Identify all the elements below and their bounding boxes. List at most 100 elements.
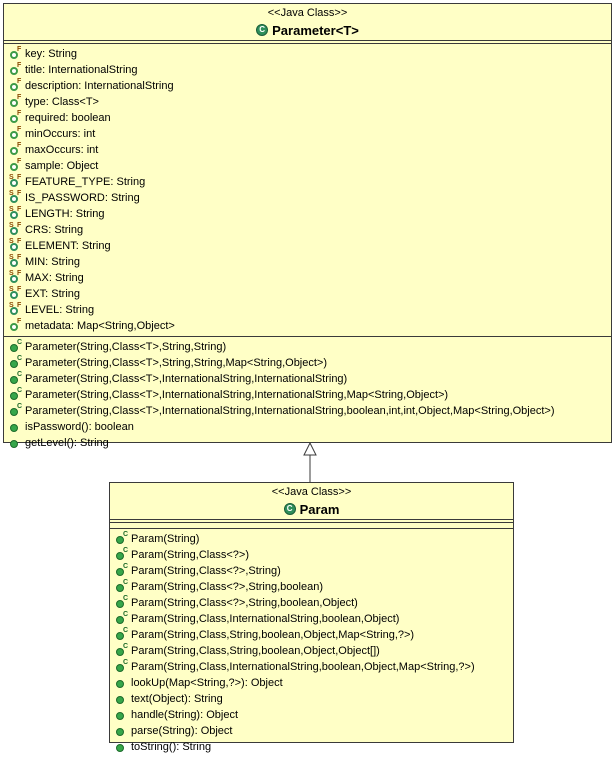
- method-row-label: text(Object): String: [131, 692, 223, 705]
- constructor-icon: C: [9, 387, 23, 403]
- constructor-icon: C: [9, 339, 23, 355]
- class-icon: C: [256, 24, 269, 36]
- constructor-icon: C: [9, 355, 23, 371]
- field-row-label: type: Class<T>: [25, 95, 99, 108]
- inheritance-arrowhead: [303, 441, 317, 456]
- method-row-label: Param(String,Class<?>,String,boolean): [131, 580, 323, 593]
- method-row-label: Param(String,Class,String,boolean,Object…: [131, 644, 380, 657]
- final-field-icon: F: [9, 318, 23, 334]
- method-row-label: Param(String,Class<?>): [131, 548, 249, 561]
- param-fields-divider: [110, 527, 513, 529]
- method-row-label: lookUp(Map<String,?>): Object: [131, 676, 283, 689]
- method-row-label: Parameter(String,Class<T>,String,String,…: [25, 356, 328, 369]
- constructor-icon: C: [115, 627, 129, 643]
- field-row-label: title: InternationalString: [25, 63, 138, 76]
- field-row-label: key: String: [25, 47, 77, 60]
- method-row[interactable]: parse(String): Object: [115, 723, 513, 739]
- final-field-icon: F: [9, 62, 23, 78]
- field-row-label: IS_PASSWORD: String: [25, 191, 140, 204]
- constructor-icon: C: [115, 531, 129, 547]
- public-method-icon: [115, 691, 129, 707]
- class-param-header: <<Java Class>> C Param: [110, 483, 513, 517]
- constructor-icon: C: [9, 371, 23, 387]
- constructor-icon: C: [115, 611, 129, 627]
- field-row-label: minOccurs: int: [25, 127, 96, 140]
- method-row[interactable]: handle(String): Object: [115, 707, 513, 723]
- final-field-icon: F: [9, 158, 23, 174]
- class-parameter-title[interactable]: C Parameter<T>: [256, 23, 359, 38]
- constructor-icon: C: [115, 579, 129, 595]
- field-row-label: metadata: Map<String,Object>: [25, 319, 175, 332]
- method-row-label: Param(String,Class,InternationalString,b…: [131, 660, 475, 673]
- field-row-label: sample: Object: [25, 159, 99, 172]
- method-row[interactable]: text(Object): String: [115, 691, 513, 707]
- field-row-label: LEVEL: String: [25, 303, 95, 316]
- method-row-label: Parameter(String,Class<T>,InternationalS…: [25, 388, 449, 401]
- method-row-label: Param(String,Class<?>,String,boolean,Obj…: [131, 596, 358, 609]
- parameter-fields-divider: [4, 335, 611, 337]
- public-method-icon: [115, 723, 129, 739]
- constructor-icon: C: [115, 563, 129, 579]
- method-row[interactable]: lookUp(Map<String,?>): Object: [115, 675, 513, 691]
- class-parameter-stereotype: <<Java Class>>: [267, 7, 348, 19]
- method-row-label: Param(String,Class,String,boolean,Object…: [131, 628, 415, 641]
- field-row-label: ELEMENT: String: [25, 239, 111, 252]
- method-row-label: isPassword(): boolean: [25, 420, 134, 433]
- field-row-label: EXT: String: [25, 287, 81, 300]
- method-row-label: Parameter(String,Class<T>,InternationalS…: [25, 404, 555, 417]
- class-param-divider: [110, 518, 513, 523]
- final-field-icon: F: [9, 142, 23, 158]
- public-method-icon: [9, 435, 23, 451]
- class-param-title[interactable]: C Param: [283, 502, 339, 517]
- method-row[interactable]: getLevel(): String: [9, 435, 611, 451]
- method-row-label: Param(String): [131, 532, 200, 545]
- field-row-label: FEATURE_TYPE: String: [25, 175, 146, 188]
- final-field-icon: F: [9, 126, 23, 142]
- final-field-icon: F: [9, 94, 23, 110]
- method-row[interactable]: isPassword(): boolean: [9, 419, 611, 435]
- field-row-label: LENGTH: String: [25, 207, 105, 220]
